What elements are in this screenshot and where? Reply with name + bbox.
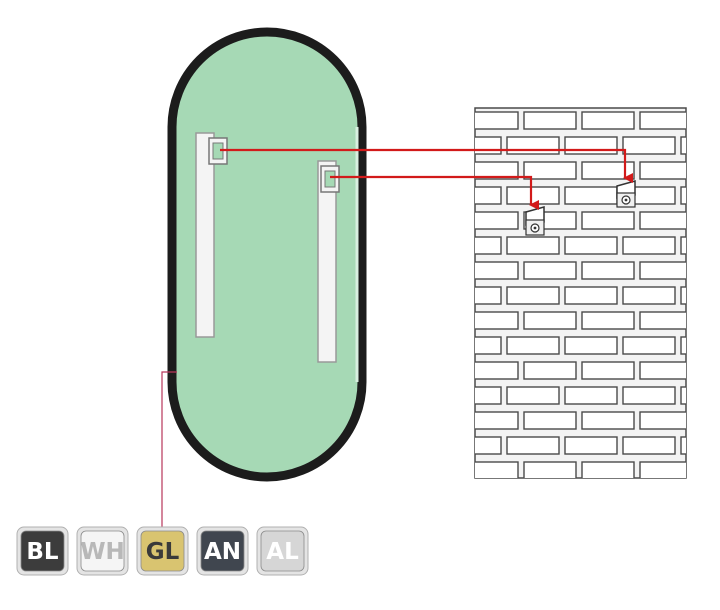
brick xyxy=(523,111,577,130)
brick xyxy=(622,336,676,355)
brick xyxy=(475,211,519,230)
brick xyxy=(475,136,502,155)
brick xyxy=(564,436,618,455)
brick xyxy=(581,311,635,330)
brick xyxy=(639,161,686,180)
brick xyxy=(523,261,577,280)
finish-swatch-label: AL xyxy=(266,539,299,565)
brick xyxy=(475,111,519,130)
finish-swatch-label: AN xyxy=(204,539,241,565)
brick xyxy=(475,236,502,255)
bracket-left xyxy=(195,132,228,338)
brick xyxy=(475,336,502,355)
brick xyxy=(581,161,635,180)
brick xyxy=(506,436,560,455)
brick xyxy=(523,311,577,330)
brick xyxy=(564,236,618,255)
brick xyxy=(639,211,686,230)
brick xyxy=(581,461,635,478)
brick xyxy=(475,261,519,280)
brick xyxy=(506,336,560,355)
finish-swatches: BL WH GL AN AL xyxy=(16,526,309,576)
brick xyxy=(475,186,502,205)
finish-swatch-al[interactable]: AL xyxy=(256,526,309,576)
brick xyxy=(475,461,519,478)
brick xyxy=(639,311,686,330)
brick xyxy=(475,436,502,455)
brick xyxy=(564,386,618,405)
brick xyxy=(680,136,686,155)
brick xyxy=(581,411,635,430)
finish-swatch-label: BL xyxy=(26,539,59,565)
brick xyxy=(564,286,618,305)
wall-hook-right xyxy=(616,180,636,208)
brick xyxy=(475,286,502,305)
brick xyxy=(622,136,676,155)
brick xyxy=(506,236,560,255)
brick xyxy=(680,386,686,405)
arrow-left-bracket-to-right-hook xyxy=(220,148,633,183)
brick xyxy=(622,386,676,405)
brick xyxy=(581,361,635,380)
brick xyxy=(523,361,577,380)
brick xyxy=(564,336,618,355)
arrow-right-bracket-to-left-hook xyxy=(330,175,539,210)
brick xyxy=(622,286,676,305)
brick xyxy=(475,411,519,430)
brick xyxy=(639,261,686,280)
brick xyxy=(475,161,519,180)
brick xyxy=(506,286,560,305)
brick-wall xyxy=(474,107,687,479)
finish-swatch-label: WH xyxy=(80,539,125,565)
brick xyxy=(523,161,577,180)
finish-swatch-wh[interactable]: WH xyxy=(76,526,129,576)
brick xyxy=(506,186,560,205)
brick xyxy=(639,411,686,430)
brick xyxy=(475,361,519,380)
wall-hook-left xyxy=(525,206,545,236)
brick xyxy=(564,186,618,205)
finish-swatch-an[interactable]: AN xyxy=(196,526,249,576)
brick xyxy=(506,136,560,155)
brick xyxy=(581,261,635,280)
brick xyxy=(680,336,686,355)
brick xyxy=(622,236,676,255)
finish-swatch-label: GL xyxy=(146,539,180,565)
brick xyxy=(475,311,519,330)
brick xyxy=(680,236,686,255)
finish-swatch-gl[interactable]: GL xyxy=(136,526,189,576)
brick xyxy=(564,136,618,155)
brick xyxy=(622,436,676,455)
brick xyxy=(680,286,686,305)
brick xyxy=(506,386,560,405)
brick xyxy=(680,436,686,455)
brick xyxy=(639,111,686,130)
brick xyxy=(581,111,635,130)
frame-finish-leader xyxy=(161,371,177,530)
brick xyxy=(523,461,577,478)
brick xyxy=(639,361,686,380)
brick xyxy=(523,411,577,430)
brick xyxy=(475,386,502,405)
bracket-right xyxy=(317,160,340,363)
finish-swatch-bl[interactable]: BL xyxy=(16,526,69,576)
brick xyxy=(680,186,686,205)
brick xyxy=(581,211,635,230)
brick xyxy=(639,461,686,478)
